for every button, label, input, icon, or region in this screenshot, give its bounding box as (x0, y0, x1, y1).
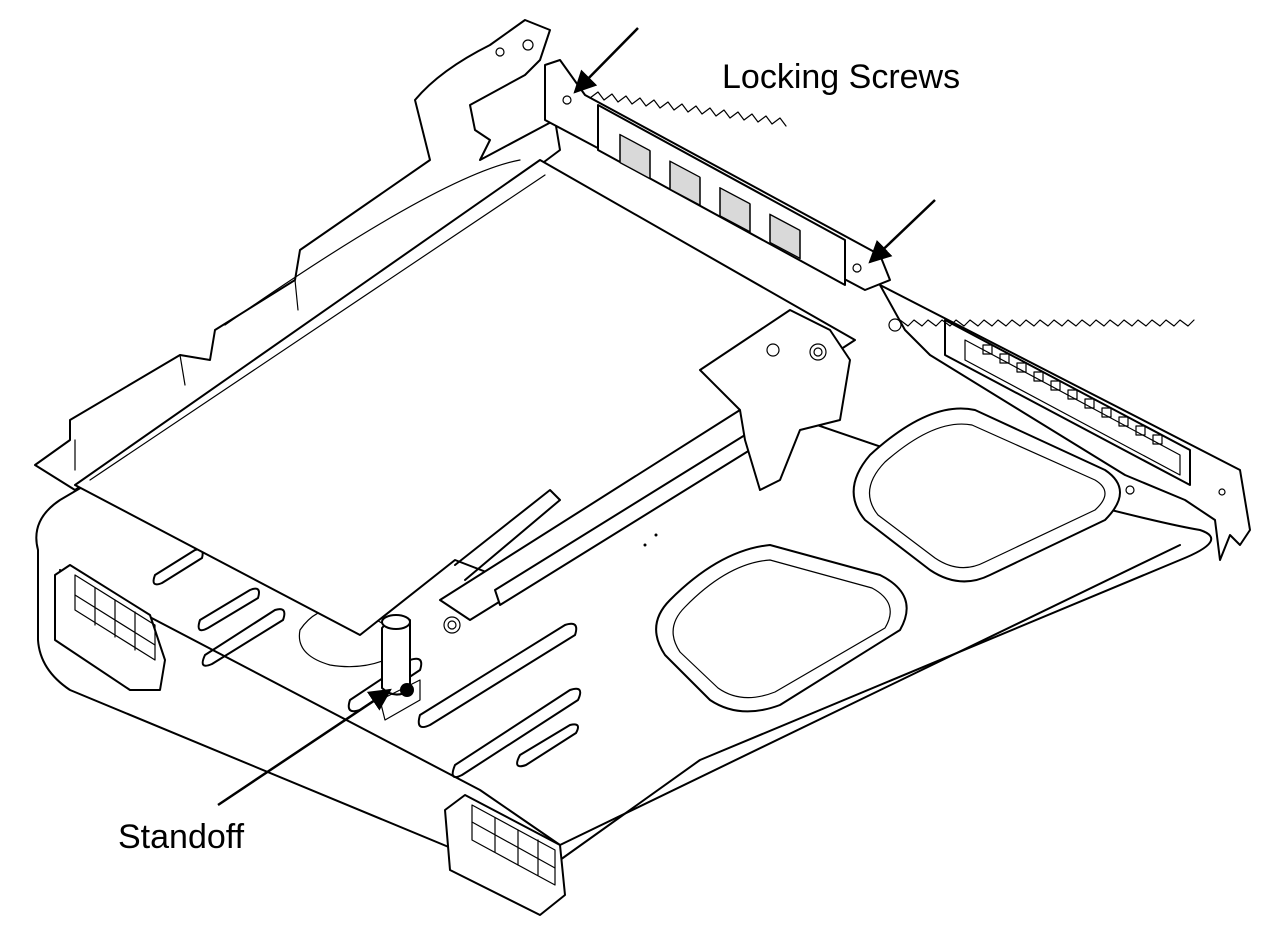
front-handle-left (54, 564, 166, 691)
cage-side-wall (34, 19, 561, 491)
locking-screw-arrow-2 (868, 199, 936, 264)
riser-connector (439, 309, 851, 634)
tray-cutout-rear (852, 407, 1121, 583)
tray-slots (152, 548, 582, 778)
standoff-label: Standoff (118, 818, 245, 856)
locking-screws-label: Locking Screws (722, 58, 961, 96)
rj45-ports (619, 133, 801, 260)
serial-port-pins (982, 344, 1163, 445)
standoff-arrow (217, 688, 392, 807)
locking-screw-hole-1 (562, 95, 572, 105)
secondary-io-bracket (879, 284, 1251, 561)
locking-screw-arrow-1 (573, 27, 639, 94)
standoff (379, 614, 421, 721)
locking-screw-hole-2 (852, 263, 862, 273)
rear-io-bracket (544, 59, 891, 291)
tray-cutout-front (655, 544, 908, 713)
front-handle-right (444, 794, 566, 916)
